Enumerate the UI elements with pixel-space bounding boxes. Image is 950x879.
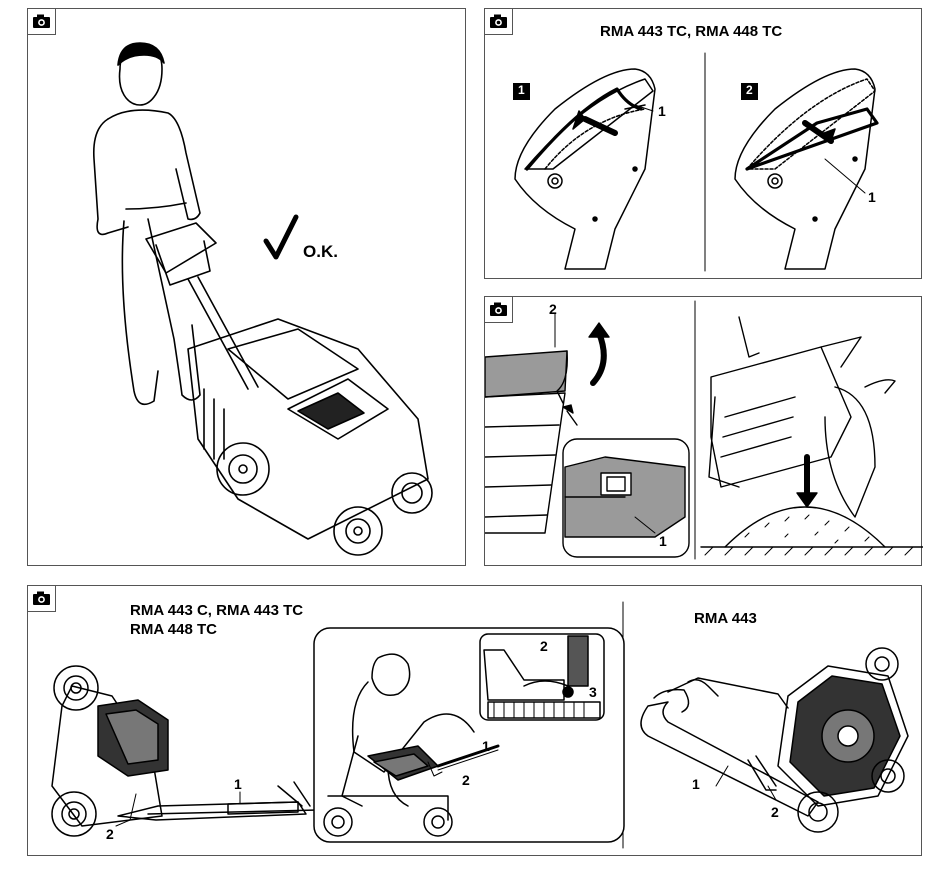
- inset-callout-2b: 2: [462, 772, 470, 788]
- callout-fold-lever: 2: [106, 826, 114, 842]
- right-callout-2: 2: [771, 804, 779, 820]
- inset-callout-1: 1: [482, 738, 490, 754]
- fold-handle-panel: RMA 443 C, RMA 443 TC RMA 448 TC RMA 443: [27, 585, 922, 856]
- folding-handle-illustration: [28, 586, 923, 857]
- inset-callout-3: 3: [589, 684, 597, 700]
- bag-empty-panel: 2 1: [484, 296, 922, 566]
- callout-bag-top: 2: [549, 301, 557, 317]
- step1-badge: 1: [518, 83, 525, 97]
- callout-bag-handle-left: 1: [658, 103, 666, 119]
- callout-fold-handle: 1: [234, 776, 242, 792]
- inset-callout-2a: 2: [540, 638, 548, 654]
- grass-bag-emptying-illustration: [485, 297, 923, 567]
- right-callout-1: 1: [692, 776, 700, 792]
- ok-label: O.K.: [303, 242, 338, 262]
- posture-panel: O.K.: [27, 8, 466, 566]
- step2-badge: 2: [746, 83, 753, 97]
- person-pushing-mower-illustration: [28, 9, 467, 567]
- callout-bag-detail: 1: [659, 533, 667, 549]
- grass-bag-handle-illustration: [485, 9, 923, 280]
- bag-handle-panel: RMA 443 TC, RMA 448 TC 1 2 1 1: [484, 8, 922, 279]
- callout-bag-handle-right: 1: [868, 189, 876, 205]
